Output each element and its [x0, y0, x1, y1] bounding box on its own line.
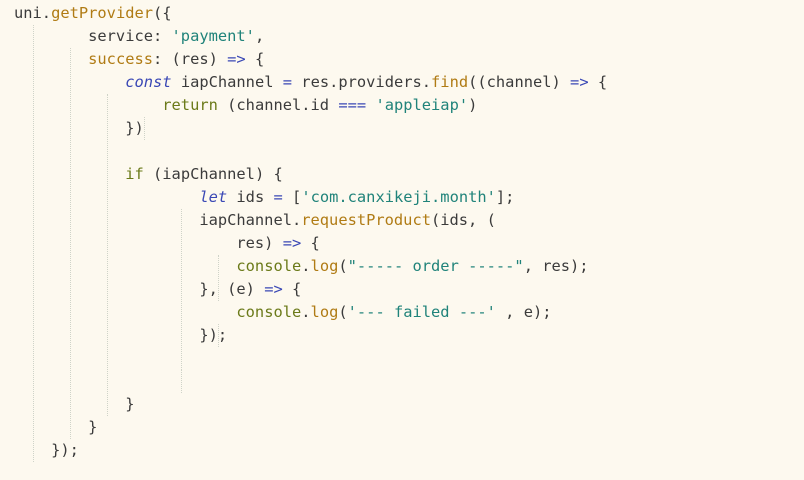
- code-token: find: [431, 73, 469, 91]
- code-token: : (res): [153, 50, 228, 68]
- code-token: log: [310, 257, 339, 275]
- code-token: requestProduct: [301, 211, 431, 229]
- code-token: 'payment': [171, 27, 255, 45]
- code-token: getProvider: [51, 4, 154, 22]
- code-token: {: [282, 280, 302, 298]
- code-token: const: [125, 73, 172, 91]
- code-token: if: [125, 165, 144, 183]
- code-token: }: [14, 418, 98, 436]
- code-token: 'appleiap': [375, 96, 469, 114]
- code-token: {: [301, 234, 320, 252]
- code-token: console: [236, 303, 302, 321]
- indent-guide: [144, 117, 145, 140]
- code-line: }: [14, 393, 134, 416]
- indent-guide: [107, 94, 108, 416]
- code-token: =>: [570, 73, 589, 91]
- code-token: [14, 96, 162, 114]
- code-token: {: [245, 50, 265, 68]
- code-line: iapChannel.requestProduct(ids, (: [14, 209, 496, 232]
- code-line: res) => {: [14, 232, 320, 255]
- code-token: [14, 303, 236, 321]
- code-token: let: [199, 188, 228, 206]
- indent-guide: [218, 324, 219, 347]
- code-token: [14, 73, 125, 91]
- code-token: });: [14, 441, 79, 459]
- code-line: }, (e) => {: [14, 278, 301, 301]
- code-token: (: [338, 303, 348, 321]
- code-line: }: [14, 416, 97, 439]
- code-token: (: [338, 257, 348, 275]
- code-line: console.log('--- failed ---' , e);: [14, 301, 552, 324]
- indent-guide: [33, 25, 34, 462]
- code-token: =: [273, 188, 283, 206]
- code-line: let ids = ['com.canxikeji.month'];: [14, 186, 514, 209]
- code-token: '--- failed ---': [347, 303, 496, 321]
- code-line: });: [14, 439, 79, 462]
- code-token: 'com.canxikeji.month': [301, 188, 496, 206]
- code-line: uni.getProvider({: [14, 2, 172, 25]
- code-token: ): [468, 96, 478, 114]
- code-token: }): [14, 119, 144, 137]
- code-token: [14, 165, 125, 183]
- code-token: res): [14, 234, 283, 252]
- code-token: });: [14, 326, 228, 344]
- code-token: ,: [254, 27, 265, 45]
- code-token: service:: [14, 27, 172, 45]
- code-line: return (channel.id === 'appleiap'): [14, 94, 477, 117]
- code-line: const iapChannel = res.providers.find((c…: [14, 71, 607, 94]
- code-token: =>: [282, 234, 302, 252]
- code-line: }): [14, 117, 144, 140]
- indent-guide: [181, 209, 182, 370]
- code-line: console.log("----- order -----", res);: [14, 255, 589, 278]
- indent-guide: [218, 255, 219, 301]
- code-token: }, (e): [14, 280, 265, 298]
- code-token: ];: [495, 188, 515, 206]
- code-token: ids: [227, 188, 274, 206]
- code-token: .: [301, 257, 311, 275]
- code-token: [14, 257, 236, 275]
- code-token: {: [588, 73, 608, 91]
- indent-guide: [181, 370, 182, 393]
- code-token: =: [282, 73, 293, 91]
- code-line: });: [14, 324, 227, 347]
- code-token: }: [14, 395, 135, 413]
- code-token: log: [310, 303, 339, 321]
- code-token: "----- order -----": [347, 257, 524, 275]
- code-token: ({: [153, 4, 172, 22]
- code-token: (ids, (: [430, 211, 496, 229]
- code-token: =>: [264, 280, 283, 298]
- code-token: ((channel): [468, 73, 571, 91]
- code-token: (channel.id: [217, 96, 339, 114]
- code-token: [14, 50, 88, 68]
- code-token: .: [301, 303, 311, 321]
- code-line: if (iapChannel) {: [14, 163, 283, 186]
- code-token: iapChannel: [171, 73, 283, 91]
- code-token: ===: [338, 96, 367, 114]
- code-token: [: [282, 188, 302, 206]
- code-line: service: 'payment',: [14, 25, 264, 48]
- code-token: res.providers.: [292, 73, 432, 91]
- code-token: success: [88, 50, 154, 68]
- code-token: console: [236, 257, 302, 275]
- code-token: (iapChannel) {: [143, 165, 283, 183]
- code-token: , res);: [523, 257, 589, 275]
- code-token: iapChannel.: [14, 211, 302, 229]
- code-token: =>: [227, 50, 246, 68]
- code-token: return: [162, 96, 218, 114]
- code-token: uni.: [14, 4, 52, 22]
- code-line: success: (res) => {: [14, 48, 264, 71]
- code-token: [14, 188, 199, 206]
- indent-guide: [70, 48, 71, 439]
- code-token: , e);: [495, 303, 552, 321]
